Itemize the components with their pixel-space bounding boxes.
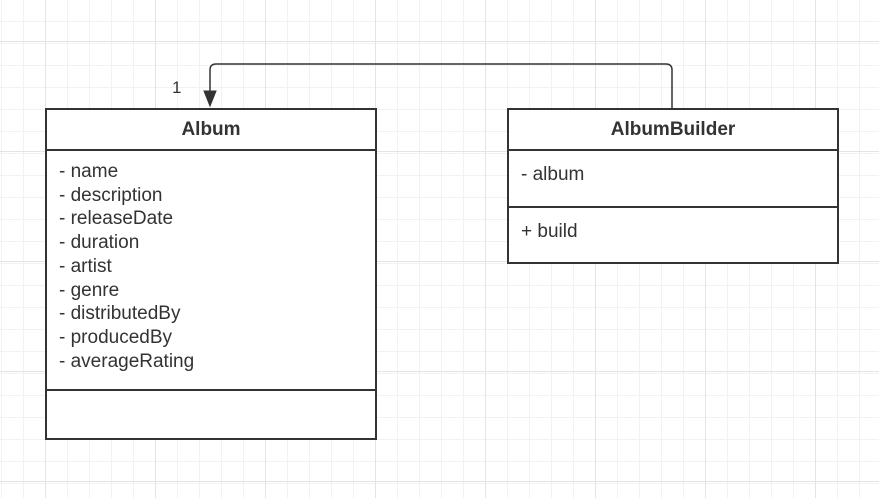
- attribute-duration: - duration: [59, 232, 140, 254]
- attribute-distributed-by: - distributedBy: [59, 303, 181, 325]
- operation-build: + build: [521, 221, 578, 242]
- attribute-produced-by: - producedBy: [59, 326, 173, 348]
- association-multiplicity: 1: [172, 78, 182, 97]
- attribute-average-rating: - averageRating: [59, 350, 195, 372]
- attribute-genre: - genre: [59, 279, 120, 301]
- class-album-builder-name: AlbumBuilder: [509, 110, 837, 151]
- class-album-attributes: - name - description - releaseDate - dur…: [47, 151, 375, 391]
- class-album-builder-attributes: - album: [509, 151, 837, 208]
- class-album[interactable]: Album - name - description - releaseDate…: [45, 108, 377, 440]
- class-album-builder[interactable]: AlbumBuilder - album + build: [507, 108, 839, 264]
- class-album-builder-operations: + build: [509, 208, 837, 244]
- attribute-release-date: - releaseDate: [59, 208, 174, 230]
- attribute-description: - description: [59, 184, 163, 206]
- attribute-artist: - artist: [59, 255, 112, 277]
- attribute-name: - name: [59, 161, 119, 182]
- association-arrowhead: [203, 90, 217, 108]
- attribute-album: - album: [521, 164, 585, 185]
- association-connector[interactable]: [209, 63, 673, 108]
- class-album-name: Album: [47, 110, 375, 151]
